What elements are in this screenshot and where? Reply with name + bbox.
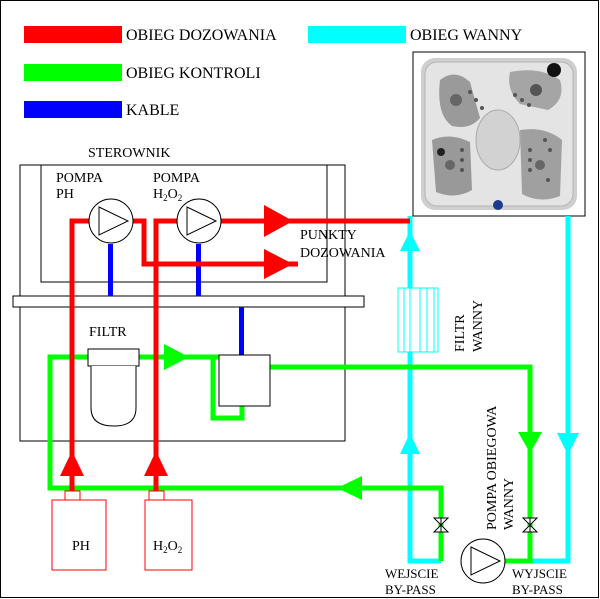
bypass-inlet-valve xyxy=(432,517,450,533)
legend-label-dosing: OBIEG DOZOWANIA xyxy=(126,27,277,44)
tub-flow-arrow-down xyxy=(557,433,579,455)
legend-swatch-control xyxy=(24,64,122,81)
bypass-outlet-valve xyxy=(521,517,539,533)
control-flow-arrow-right xyxy=(164,344,189,370)
h2o2-pump-label-line1: POMPA xyxy=(153,171,201,186)
dosing-arrow-h2o2 xyxy=(144,451,168,476)
legend-swatch-tub xyxy=(308,26,406,43)
ph-pump-label-line1: POMPA xyxy=(56,171,104,186)
ph-pump-label-line2: PH xyxy=(56,187,74,202)
tub-filter-label-line2: WANNY xyxy=(471,300,486,352)
tub-flow-arrow-up-lower xyxy=(400,433,420,454)
bypass-inlet-label-line1: WEJSCIE xyxy=(385,566,439,581)
bypass-outlet-label-line1: WYJSCIE xyxy=(512,566,567,581)
h2o2-pump-label-line2: H2O2 xyxy=(153,187,182,203)
controller-title: STEROWNIK xyxy=(88,146,170,161)
control-flow-arrow-left xyxy=(337,476,362,500)
dosing-circuit xyxy=(69,218,410,497)
mounting-rail xyxy=(12,295,365,308)
cables xyxy=(108,244,244,355)
dosing-points-label-line1: PUNKTY xyxy=(300,228,357,243)
dosing-arrow-point-1 xyxy=(264,205,293,237)
circulation-pump-label: POMPA OBIEGOWA WANNY xyxy=(485,405,517,530)
h2o2-tank-label: H2O2 xyxy=(153,539,182,555)
cable-ph-pump xyxy=(108,244,113,296)
tub-flow-arrow-up-top xyxy=(400,231,420,251)
h2o2-dosing-pump xyxy=(176,198,222,244)
legend: OBIEG DOZOWANIA OBIEG WANNY OBIEG KONTRO… xyxy=(24,26,523,119)
circulation-pump-label-line1: POMPA OBIEGOWA xyxy=(485,405,500,530)
dosing-arrow-ph xyxy=(60,451,84,476)
circulation-pump-label-line2: WANNY xyxy=(502,478,517,530)
legend-swatch-dosing xyxy=(24,26,122,43)
tub-filter-label: FILTR WANNY xyxy=(453,300,486,352)
hot-tub-image xyxy=(412,51,586,217)
sensor-chamber xyxy=(218,354,271,407)
filter-label: FILTR xyxy=(89,325,127,340)
bypass-outlet-label-line2: BY-PASS xyxy=(512,582,563,597)
legend-label-tub: OBIEG WANNY xyxy=(410,27,523,44)
bypass-inlet-label-line2: BY-PASS xyxy=(385,582,436,597)
ph-tank: PH xyxy=(51,490,107,571)
tub-filter-label-line1: FILTR xyxy=(453,314,468,352)
control-flow-arrow-down xyxy=(518,432,542,453)
cable-h2o2-pump xyxy=(196,244,201,296)
ph-tank-label: PH xyxy=(72,539,90,554)
legend-label-control: OBIEG KONTROLI xyxy=(126,65,261,82)
controller-filter: FILTR xyxy=(87,325,140,427)
dosing-points-label-line2: DOZOWANIA xyxy=(300,246,386,261)
circulation-pump xyxy=(460,538,506,584)
legend-label-cable: KABLE xyxy=(126,102,179,119)
dosing-arrow-point-2 xyxy=(264,249,293,279)
tub-filter xyxy=(397,287,439,353)
h2o2-tank: H2O2 xyxy=(144,490,193,571)
ph-dosing-pump xyxy=(88,198,134,244)
cable-sensor xyxy=(239,307,244,355)
legend-swatch-cable xyxy=(24,101,122,118)
